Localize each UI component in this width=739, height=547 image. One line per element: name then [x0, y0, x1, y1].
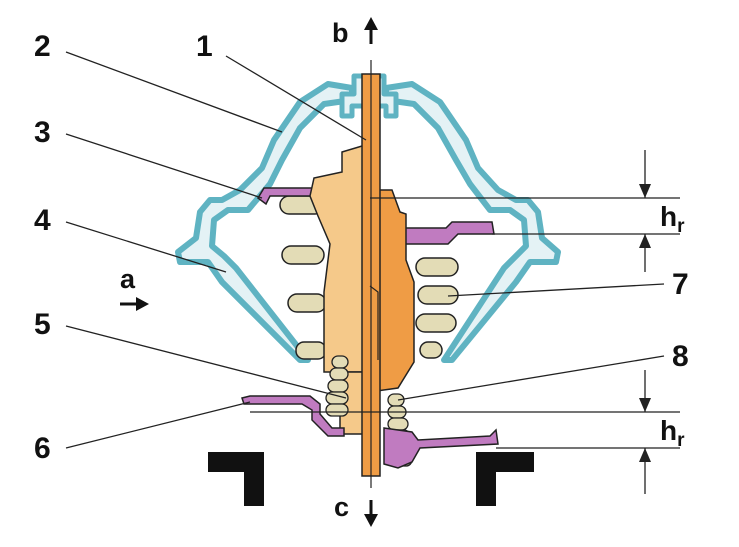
lower-plate-right — [383, 427, 499, 469]
arrow-up-icon — [364, 17, 378, 30]
lower-valve-plate — [241, 395, 499, 469]
label-part-6: 6 — [34, 432, 51, 465]
dim-arrow-up — [639, 448, 651, 462]
leader-1 — [225, 55, 367, 141]
spring-coil — [281, 245, 325, 265]
label-part-8: 8 — [672, 340, 689, 373]
label-dim-lower: hr — [660, 415, 685, 451]
leader-6 — [65, 401, 251, 449]
dim-lower-main: h — [660, 415, 677, 446]
main-spring-right — [415, 257, 459, 359]
flow-arrow-c — [364, 500, 378, 527]
flow-arrow-a — [120, 297, 149, 311]
label-part-7: 7 — [672, 268, 689, 301]
leader-lines — [65, 51, 665, 449]
leader-7 — [447, 283, 665, 297]
bypass-spring-left — [325, 355, 349, 417]
leader-2 — [65, 51, 283, 133]
dim-upper-sub: r — [677, 216, 685, 237]
spring-coil — [327, 379, 349, 393]
spring-coil — [417, 285, 459, 305]
label-dim-upper: hr — [660, 201, 685, 237]
flow-arrow-b — [364, 17, 378, 44]
housing-left-wall — [175, 81, 355, 363]
label-part-2: 2 — [34, 30, 51, 63]
label-part-3: 3 — [34, 116, 51, 149]
main-spring-left — [279, 195, 327, 360]
housing-right-wall — [383, 81, 561, 363]
spring-coil — [415, 313, 457, 333]
lower-plate-left — [241, 395, 345, 437]
element-edge-line — [369, 285, 379, 360]
dim-upper-main: h — [660, 201, 677, 232]
arrow-right-icon — [136, 297, 149, 311]
arrow-down-icon — [364, 514, 378, 527]
piston-body-right — [369, 189, 415, 393]
label-flow-b: b — [332, 18, 349, 48]
dim-arrow-down — [639, 398, 651, 412]
stand-left — [208, 452, 264, 506]
spring-coil — [295, 341, 327, 360]
leader-3 — [65, 133, 263, 199]
label-part-1: 1 — [196, 30, 213, 63]
spring-coil — [419, 341, 443, 359]
label-part-5: 5 — [34, 308, 51, 341]
leader-5 — [65, 325, 347, 399]
stand-right — [476, 452, 534, 506]
dim-arrow-up — [639, 234, 651, 248]
mounting-stand — [208, 452, 534, 506]
spring-coil — [415, 257, 459, 277]
spring-coil — [329, 367, 349, 381]
spring-coil — [387, 417, 409, 431]
spring-coil — [287, 293, 327, 313]
dim-arrow-down — [639, 184, 651, 198]
label-part-4: 4 — [34, 204, 51, 237]
spring-coil — [331, 355, 349, 369]
leader-8 — [397, 355, 665, 401]
label-flow-c: c — [334, 492, 349, 522]
dim-lower-sub: r — [677, 430, 685, 451]
upper-plate-right — [403, 221, 495, 245]
spring-coil — [325, 403, 349, 417]
label-flow-a: a — [120, 264, 136, 294]
leader-4 — [65, 221, 227, 273]
